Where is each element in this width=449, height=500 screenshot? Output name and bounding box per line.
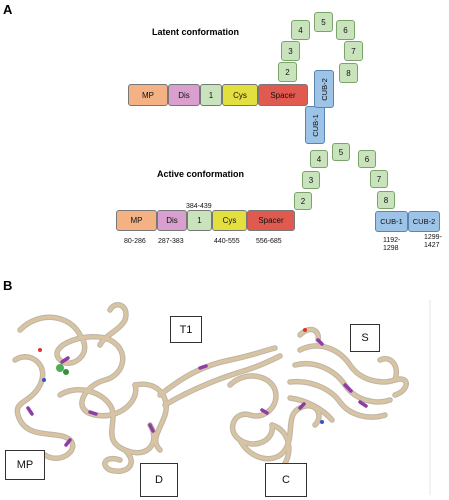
spacer-range-label: 556-685	[256, 238, 282, 245]
latent-mp-domain: MP	[128, 84, 168, 106]
latent-tsp1-domain: 1	[200, 84, 222, 106]
cub1-range-label: 1192- 1298	[383, 237, 400, 253]
active-tsp-3: 3	[302, 171, 320, 189]
active-tsp-8: 8	[377, 191, 395, 209]
latent-cub1-label: CUB-1	[310, 113, 320, 137]
cub1-range-end: 1298	[383, 245, 399, 252]
latent-cub2-domain: CUB-2	[314, 70, 334, 108]
mp-range-label: 80-286	[124, 238, 146, 245]
protein-ribbon-structure	[12, 300, 431, 495]
latent-tsp-6: 6	[336, 20, 355, 40]
latent-cys-domain: Cys	[222, 84, 258, 106]
latent-tsp-8: 8	[339, 63, 358, 83]
latent-tsp-7: 7	[344, 41, 363, 61]
dis-range-label: 287-383	[158, 238, 184, 245]
active-tsp-6: 6	[358, 150, 376, 168]
active-tsp-4: 4	[310, 150, 328, 168]
t1-domain-label: T1	[170, 316, 202, 343]
active-mp-domain: MP	[116, 210, 157, 231]
latent-tsp-3: 3	[281, 41, 300, 61]
active-cys-domain: Cys	[212, 210, 247, 231]
panel-b-label: B	[3, 278, 13, 293]
latent-spacer-domain: Spacer	[258, 84, 308, 106]
latent-tsp-5: 5	[314, 12, 333, 32]
cub2-range-label: 1299- 1427	[424, 234, 442, 250]
cub2-range-start: 1299-	[424, 234, 442, 241]
cub2-range-end: 1427	[424, 242, 440, 249]
s-domain-label: S	[350, 324, 380, 352]
latent-cub2-label: CUB-2	[319, 77, 329, 101]
latent-title: Latent conformation	[152, 27, 239, 37]
cys-range-label: 440-555	[214, 238, 240, 245]
mp-domain-label: MP	[5, 450, 45, 480]
latent-cub1-domain: CUB-1	[305, 106, 325, 144]
latent-tsp-4: 4	[291, 20, 310, 40]
active-title: Active conformation	[157, 169, 245, 179]
d-domain-label: D	[140, 463, 178, 497]
latent-dis-domain: Dis	[168, 84, 200, 106]
active-tsp-7: 7	[370, 170, 388, 188]
panel-a-label: A	[3, 2, 13, 17]
cub1-range-start: 1192-	[383, 237, 401, 244]
active-tsp-5: 5	[332, 143, 350, 161]
active-spacer-domain: Spacer	[247, 210, 295, 231]
tsp1-range-label: 384-439	[186, 203, 212, 210]
c-domain-label: C	[265, 463, 307, 497]
active-dis-domain: Dis	[157, 210, 187, 231]
active-cub2-domain: CUB-2	[408, 211, 440, 232]
latent-tsp-2: 2	[278, 62, 297, 82]
active-tsp1-domain: 1	[187, 210, 212, 231]
active-tsp-2: 2	[294, 192, 312, 210]
ligand-atoms	[38, 328, 324, 424]
active-cub1-domain: CUB-1	[375, 211, 408, 232]
